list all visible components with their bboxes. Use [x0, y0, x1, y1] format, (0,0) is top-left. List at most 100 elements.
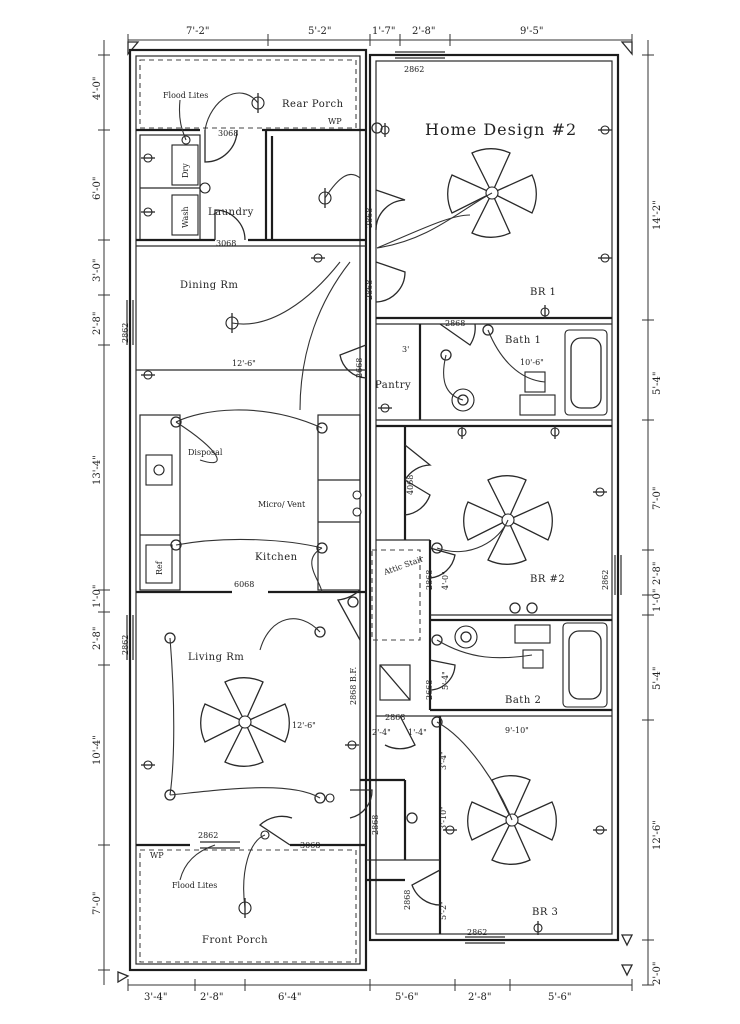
attic-stair-box: [371, 549, 421, 641]
door-label-2868-front: 2868: [371, 815, 380, 835]
room-br3: BR 3: [532, 907, 558, 918]
dim-hall-c: 9'-10": [505, 726, 529, 735]
flood-lites-rear-label: Flood Lites: [163, 91, 208, 100]
left-dims: 4'-0" 6'-0" 3'-0" 2'-8" 13'-4" 1'-0" 2'-…: [92, 77, 103, 915]
left-dim-1: 4'-0": [92, 77, 103, 100]
interior-walls: [136, 128, 612, 934]
windows: [126, 51, 622, 944]
wiring: [169, 92, 546, 909]
room-br1: BR 1: [530, 287, 556, 298]
door-bath1: [439, 323, 476, 346]
bottom-dim-5: 2'-8": [468, 992, 491, 1003]
door-pantry: [339, 344, 367, 379]
door-label-2868-bath1: 2868: [445, 319, 465, 328]
right-dim-7: 12'-6": [652, 820, 663, 850]
bottom-dim-3: 6'-4": [278, 992, 301, 1003]
door-label-2668-bath2: 2668: [425, 680, 434, 700]
light-fixtures: [199, 93, 332, 918]
bottom-dim-1: 3'-4": [144, 992, 167, 1003]
attic-stair-label: Attic Stair: [382, 554, 425, 577]
door-bath2: [429, 659, 456, 691]
bath1-tub: [564, 329, 608, 416]
door-laundry: [214, 209, 246, 241]
room-living: Living Rm: [188, 652, 244, 663]
dim-br2-closet: 4'-0": [441, 571, 450, 590]
ceiling-fan-br1: [447, 148, 537, 238]
left-dim-7: 2'-8": [92, 627, 103, 650]
washer: [171, 194, 199, 236]
dim-hall-d: 3'-4": [439, 751, 448, 770]
ref-label: Ref: [155, 560, 164, 575]
front-porch-outline: [139, 849, 357, 963]
bath2-tub: [562, 622, 608, 708]
dimension-lines: [98, 34, 654, 991]
right-dim-8: 2'-0": [652, 962, 663, 985]
door-label-2862-br3: 2862: [467, 928, 487, 937]
door-label-3068-front: 3068: [300, 841, 320, 850]
room-kitchen: Kitchen: [255, 552, 298, 563]
dim-living-width: 12'-6": [292, 721, 316, 730]
door-br1-bottom: [375, 261, 406, 303]
door-label-2868-attic: 2868: [425, 570, 434, 590]
door-label-2862-dining: 2862: [121, 323, 130, 343]
corner-markers: [117, 41, 634, 984]
dim-hall-a: 2'-4": [372, 728, 391, 737]
door-rear: [204, 129, 238, 163]
left-dim-2: 6'-0": [92, 177, 103, 200]
fixtures: [145, 144, 608, 708]
right-dims: 14'-2" 5'-4" 7'-0" 2'-8" 1'-0" 5'-4" 12'…: [652, 200, 663, 985]
left-dim-9: 7'-0": [92, 892, 103, 915]
doors: [204, 129, 476, 906]
micro-vent-label: Micro/ Vent: [258, 500, 306, 509]
rear-porch-outline: [139, 59, 357, 129]
bottom-dim-2: 2'-8": [200, 992, 223, 1003]
right-dim-2: 5'-4": [652, 372, 663, 395]
bottom-dim-6: 5'-6": [548, 992, 571, 1003]
door-label-3068-laundry: 3068: [216, 239, 236, 248]
top-dim-4: 2'-8": [412, 26, 435, 37]
bath2-vanity: [514, 624, 551, 644]
top-dim-1: 7'-2": [186, 26, 209, 37]
right-dim-5: 1'-0": [652, 589, 663, 612]
door-4068-b: [404, 479, 431, 516]
door-hall-a: [384, 715, 416, 750]
right-dim-4: 2'-8": [652, 562, 663, 585]
wp-rear-label: WP: [328, 117, 342, 126]
door-label-3068-rear: 3068: [218, 129, 238, 138]
room-br2: BR #2: [530, 574, 565, 585]
ceiling-fan-living: [200, 677, 290, 767]
door-label-4068: 4068: [406, 475, 415, 495]
left-dim-8: 10'-4": [92, 735, 103, 765]
room-pantry: Pantry: [375, 380, 411, 391]
door-label-2868-living: 2868 B.F.: [349, 667, 358, 705]
bath1-vanity: [519, 394, 556, 416]
room-front-porch: Front Porch: [202, 935, 268, 946]
room-rear-porch: Rear Porch: [282, 99, 344, 110]
washer-label: Wash: [181, 206, 190, 228]
dim-dining-width: 12'-6": [232, 359, 256, 368]
door-attic: [429, 547, 456, 579]
door-label-2862-front: 2862: [198, 831, 218, 840]
dim-hall-e: 3'-10": [439, 806, 448, 830]
dim-br3-closet: 5'-2": [439, 901, 448, 920]
right-dim-1: 14'-2": [652, 200, 663, 230]
dim-hall-b: 1'-4": [408, 728, 427, 737]
door-br1-top: [375, 189, 406, 231]
door-label-2868-b: 2868: [365, 280, 374, 300]
door-front: [258, 815, 293, 846]
room-dining: Dining Rm: [180, 280, 238, 291]
door-4068-a: [404, 444, 432, 481]
ceiling-fans: [200, 148, 557, 865]
flood-lites-front-label: Flood Lites: [172, 881, 217, 890]
wp-front-label: WP: [150, 851, 164, 860]
door-living: [336, 589, 361, 641]
door-label-2862-top: 2862: [404, 65, 424, 74]
ceiling-fan-br2: [463, 475, 553, 565]
right-dim-6: 5'-4": [652, 667, 663, 690]
door-label-2862-living: 2862: [121, 635, 130, 655]
room-laundry: Laundry: [208, 207, 254, 218]
door-hall-b: [349, 789, 373, 819]
door-label-2868-br3: 2868: [403, 890, 412, 910]
hall-box: [379, 664, 411, 701]
dryer: [171, 144, 199, 186]
